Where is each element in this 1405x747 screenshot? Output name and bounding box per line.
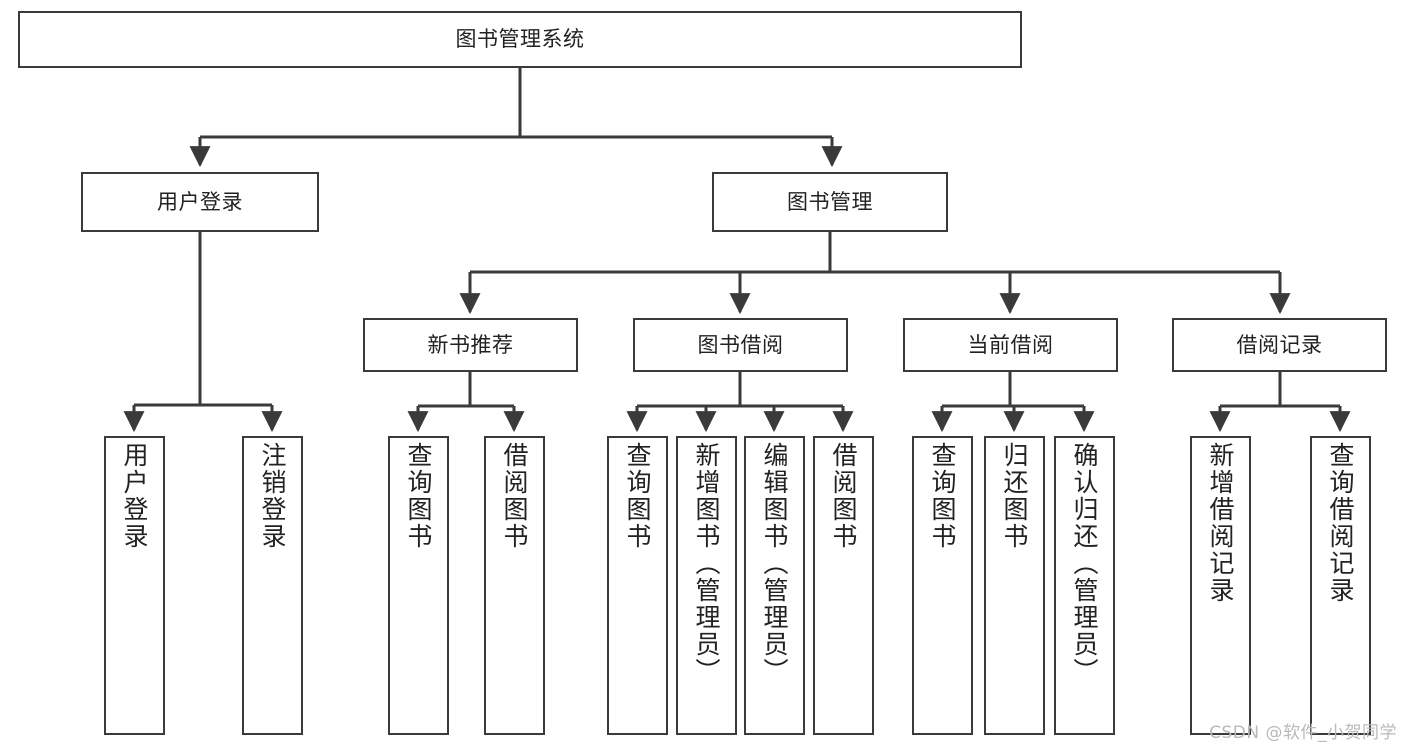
leaf-borrow-book-recommend[interactable]: 借阅图书 (484, 436, 545, 735)
leaf-return-book[interactable]: 归还图书 (984, 436, 1045, 735)
node-root-label: 图书管理系统 (455, 27, 585, 52)
node-book-borrow[interactable]: 图书借阅 (633, 318, 848, 372)
node-user-login-label: 用户登录 (157, 189, 243, 214)
leaf-query-borrow-record[interactable]: 查询借阅记录 (1310, 436, 1371, 735)
leaf-query-book-borrow[interactable]: 查询图书 (607, 436, 668, 735)
leaf-add-book-admin-label: 新增图书（管理员） (692, 442, 721, 685)
leaf-borrow-book[interactable]: 借阅图书 (813, 436, 874, 735)
node-book-management[interactable]: 图书管理 (712, 172, 948, 232)
node-current-borrow[interactable]: 当前借阅 (903, 318, 1118, 372)
leaf-query-book-borrow-label: 查询图书 (623, 442, 652, 550)
leaf-user-login[interactable]: 用户登录 (104, 436, 165, 735)
leaf-add-borrow-record[interactable]: 新增借阅记录 (1190, 436, 1251, 735)
leaf-query-borrow-record-label: 查询借阅记录 (1326, 442, 1355, 604)
leaf-query-book-recommend[interactable]: 查询图书 (388, 436, 449, 735)
leaf-logout[interactable]: 注销登录 (242, 436, 303, 735)
node-borrow-record-label: 借阅记录 (1236, 332, 1323, 357)
node-new-book-recommend-label: 新书推荐 (427, 332, 514, 357)
leaf-edit-book-admin-label: 编辑图书（管理员） (760, 442, 789, 685)
leaf-query-book-current-label: 查询图书 (928, 442, 957, 550)
leaf-confirm-return-admin-label: 确认归还（管理员） (1070, 442, 1099, 685)
leaf-borrow-book-label: 借阅图书 (829, 442, 858, 550)
watermark-text: CSDN @软件_小贺同学 (1209, 723, 1397, 743)
node-borrow-record[interactable]: 借阅记录 (1172, 318, 1387, 372)
leaf-edit-book-admin[interactable]: 编辑图书（管理员） (744, 436, 805, 735)
leaf-borrow-book-recommend-label: 借阅图书 (500, 442, 529, 550)
leaf-add-book-admin[interactable]: 新增图书（管理员） (676, 436, 737, 735)
node-book-borrow-label: 图书借阅 (697, 332, 784, 357)
leaf-return-book-label: 归还图书 (1000, 442, 1029, 550)
leaf-add-borrow-record-label: 新增借阅记录 (1206, 442, 1235, 604)
node-book-management-label: 图书管理 (787, 189, 873, 214)
node-root[interactable]: 图书管理系统 (18, 11, 1022, 68)
leaf-query-book-recommend-label: 查询图书 (404, 442, 433, 550)
leaf-query-book-current[interactable]: 查询图书 (912, 436, 973, 735)
node-current-borrow-label: 当前借阅 (967, 332, 1054, 357)
leaf-logout-label: 注销登录 (258, 442, 287, 550)
leaf-user-login-label: 用户登录 (120, 442, 149, 550)
leaf-confirm-return-admin[interactable]: 确认归还（管理员） (1054, 436, 1115, 735)
node-user-login[interactable]: 用户登录 (81, 172, 319, 232)
node-new-book-recommend[interactable]: 新书推荐 (363, 318, 578, 372)
